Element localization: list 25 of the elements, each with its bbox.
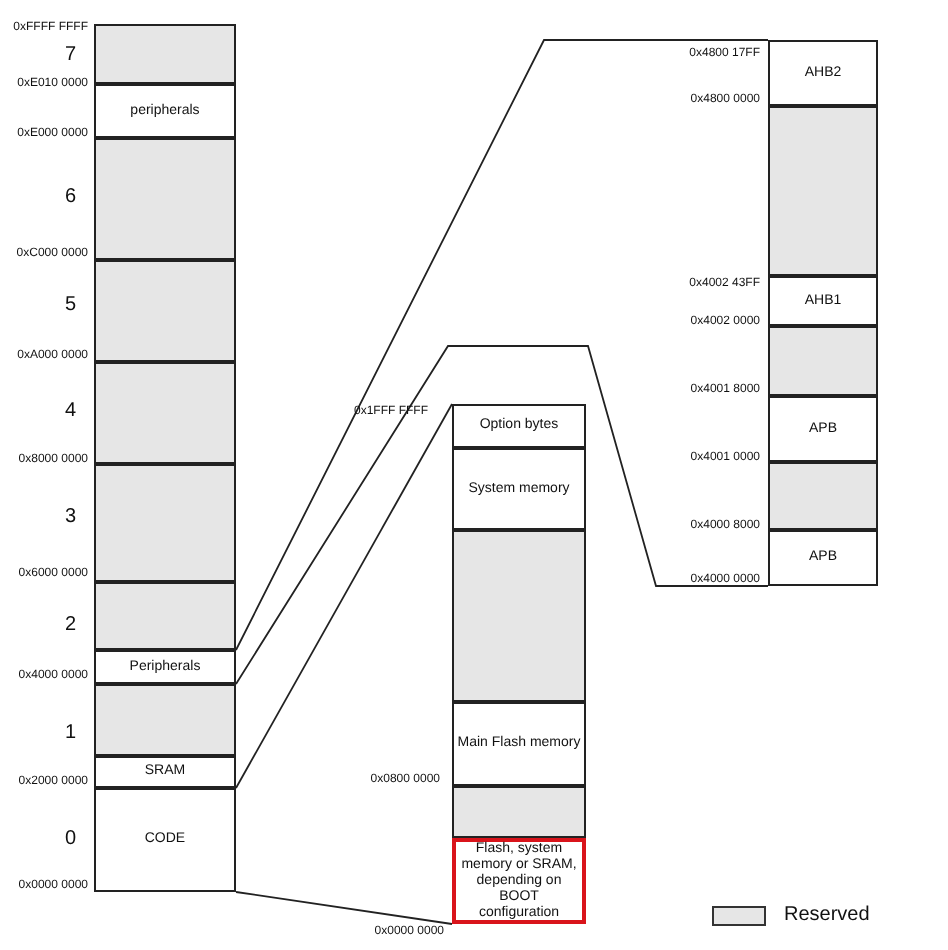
reserved-region [94,260,236,362]
reserved-region [94,464,236,582]
zoom-line [235,403,453,789]
reserved-region [768,326,878,396]
region-number: 4 [64,400,76,422]
zoom-line [235,345,769,685]
region-number: 7 [64,44,76,66]
legend-label: Reserved [784,904,870,928]
reserved-region [94,684,236,756]
region-number: 3 [64,506,76,528]
region-number: 1 [64,722,76,744]
region-number: 5 [64,294,76,316]
zoom-line [235,39,769,651]
region-number: 2 [64,614,76,636]
reserved-region [94,138,236,260]
region-number: 0 [64,828,76,850]
reserved-region [768,106,878,276]
region-number: 6 [64,186,76,208]
reserved-region [94,362,236,464]
reserved-region [452,530,586,702]
reserved-region [452,786,586,838]
reserved-region [94,582,236,650]
reserved-region [768,462,878,530]
zoom-line [235,891,453,925]
reserved-region [94,24,236,84]
